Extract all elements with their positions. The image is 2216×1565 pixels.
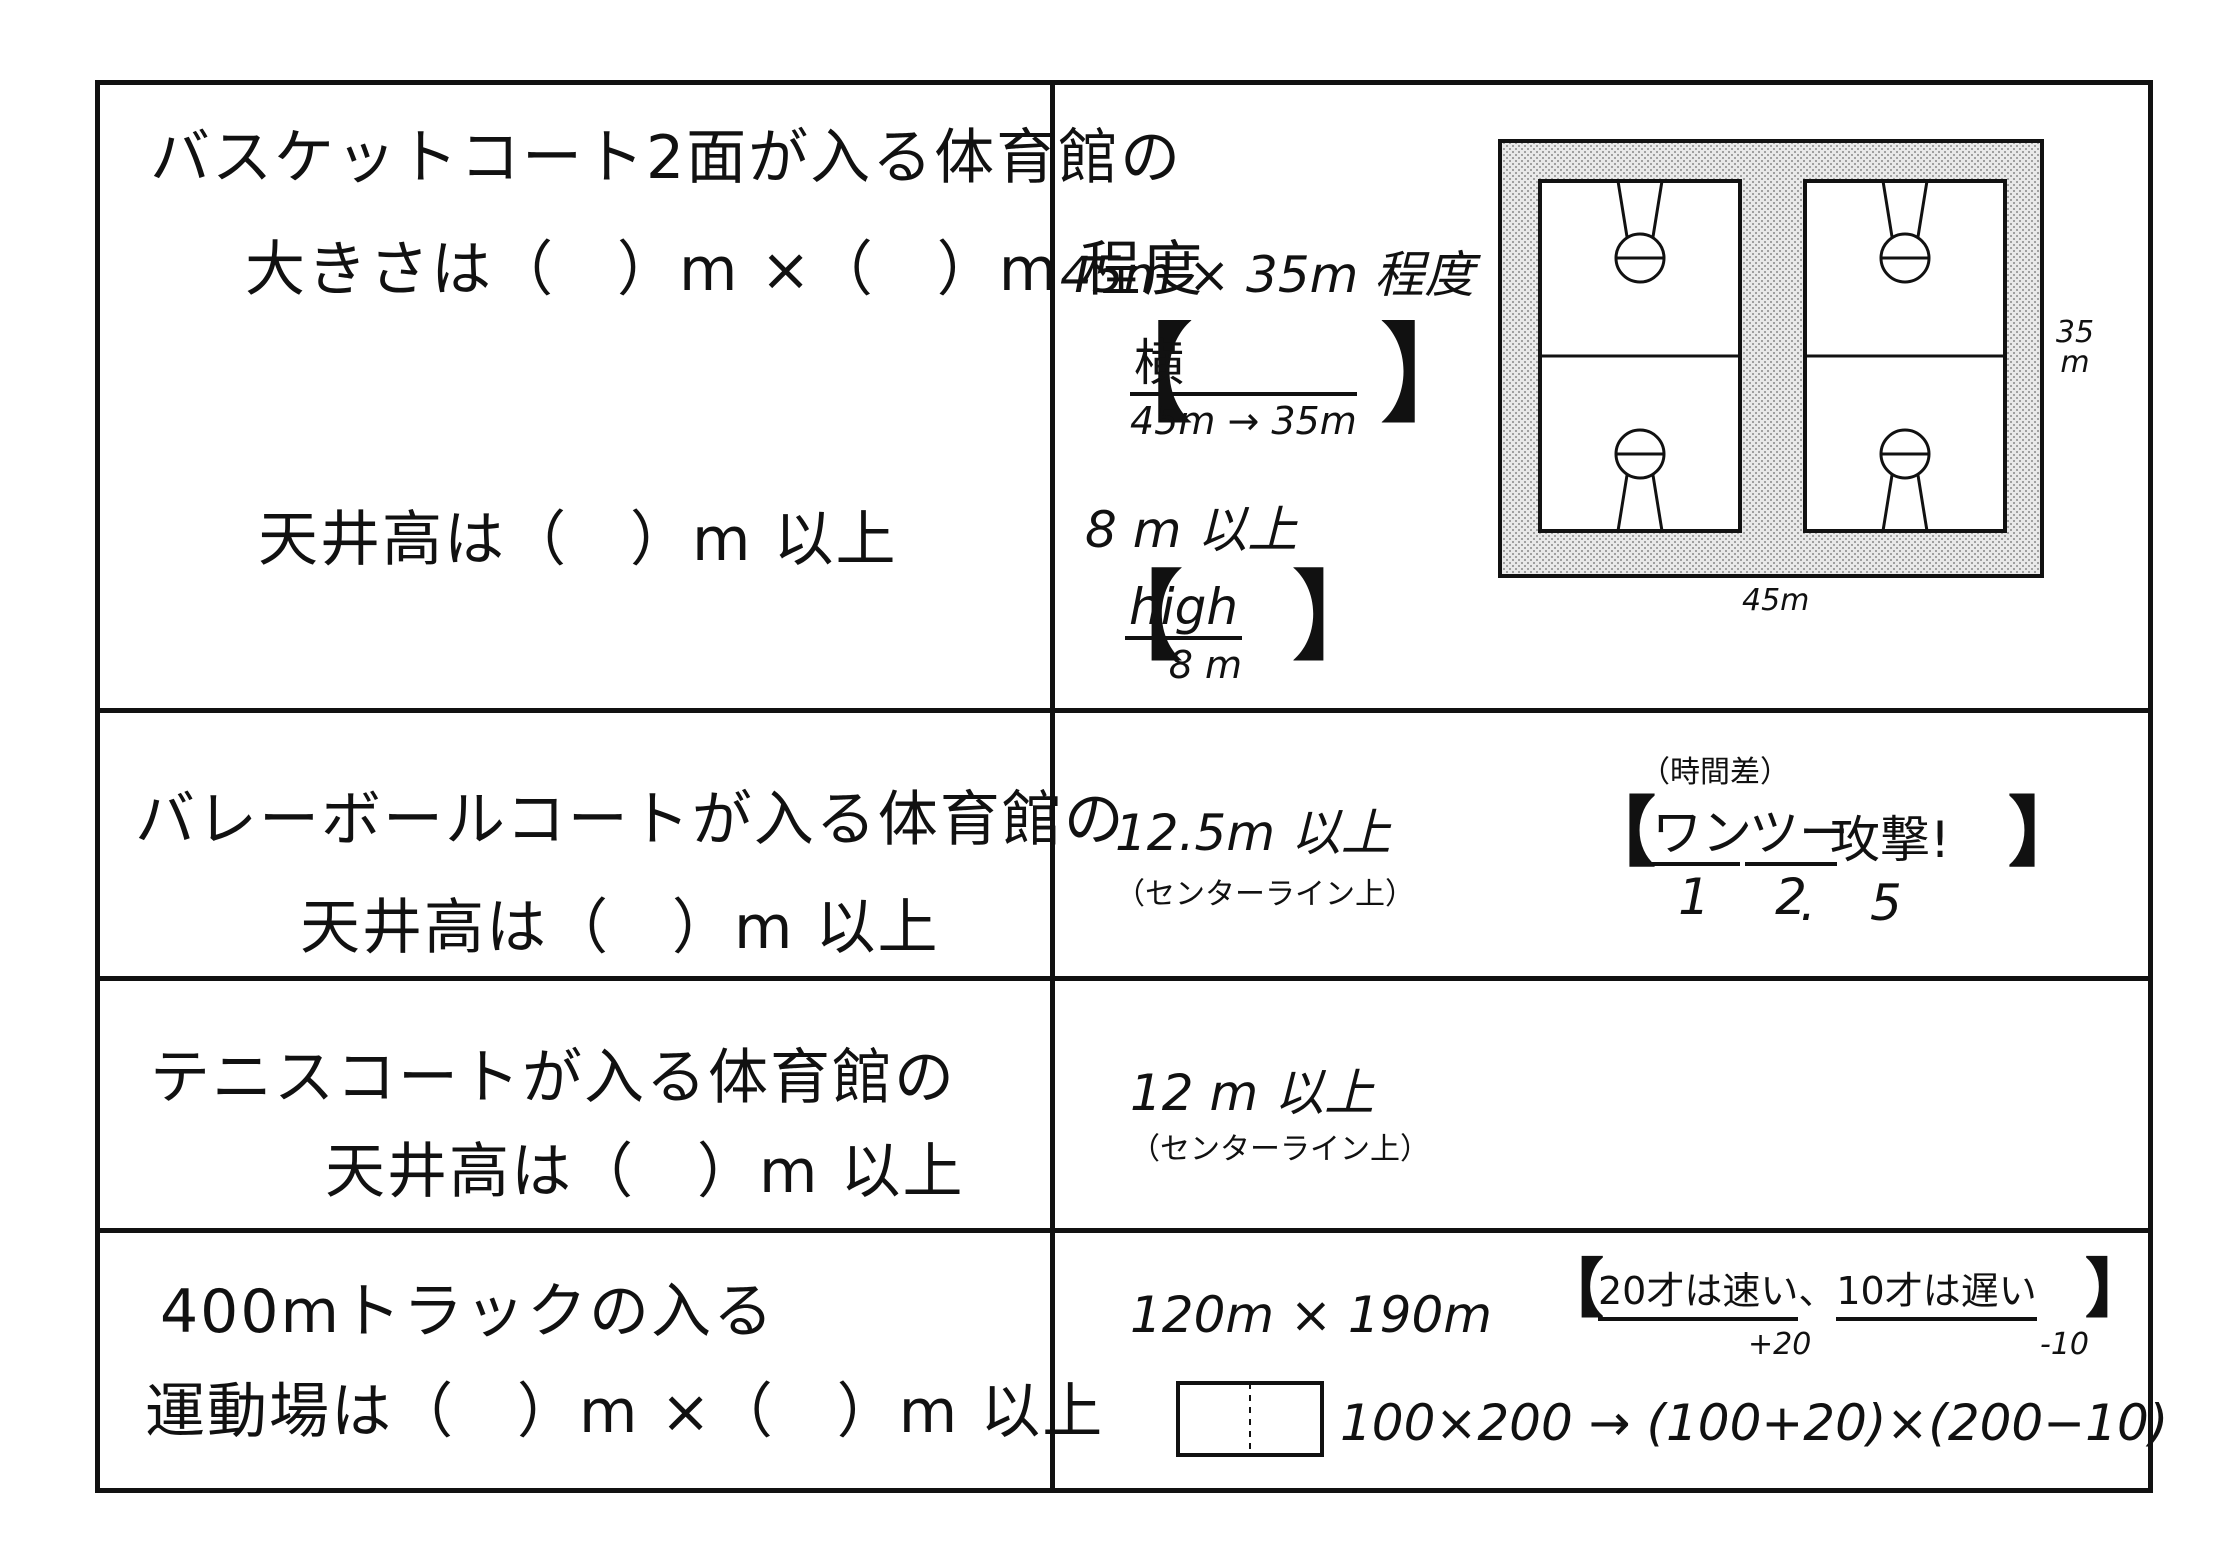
hint-sub: 8 m	[1168, 643, 1243, 687]
gym-diagram	[1498, 139, 2044, 578]
bracket-open: 【	[1085, 311, 1195, 439]
hint-phrase: 20才は速い、10才は遅い	[1598, 1269, 2037, 1321]
table-border	[95, 80, 2153, 1493]
hint-top: （時間差）	[1640, 755, 1790, 790]
question-line: 大きさは（ ）m ×（ ）m 程度	[245, 235, 1205, 305]
hint-digit: .	[1800, 874, 1816, 932]
hint-word: ツー	[1745, 808, 1849, 866]
hint-word: ワン	[1648, 808, 1752, 866]
hint-fraction: ツー 2	[1745, 808, 1849, 926]
question-line: バレーボールコートが入る体育館の	[135, 785, 1126, 855]
bracket-open: 【	[1085, 559, 1185, 676]
court-right	[1803, 179, 2007, 533]
track-field-icon	[1176, 1381, 1324, 1457]
answer-note: （センターライン上）	[1130, 1132, 1430, 1167]
hint-word: 攻撃!	[1830, 811, 1951, 869]
answer: 120m × 190m	[1130, 1286, 1492, 1344]
answer: 8 m 以上	[1085, 501, 1298, 559]
answer: 45m × 35m 程度	[1060, 246, 1475, 304]
question-line: バスケットコート2面が入る体育館の	[150, 123, 1183, 193]
hint-word: high	[1125, 582, 1243, 640]
hint-digit: 2	[1775, 868, 1807, 926]
diagram-width-label: 45m	[1742, 583, 1810, 618]
bracket-close: 】	[1378, 311, 1488, 439]
hint-sub: +20	[1748, 1327, 1812, 1362]
bracket-open: 【	[1540, 1253, 1604, 1327]
hint-phrase-2: 10才は遅い	[1836, 1269, 2037, 1321]
bracket-close: 】	[2085, 1253, 2149, 1327]
hint-word: 横	[1130, 338, 1357, 396]
court-left	[1538, 179, 1742, 533]
hint-digit: 5	[1870, 874, 1902, 932]
question-line: 400mトラックの入る	[160, 1277, 775, 1347]
question-line: 天井高は（ ）m 以上	[325, 1137, 965, 1207]
answer: 12 m 以上	[1130, 1064, 1375, 1122]
row-divider	[95, 1228, 2153, 1233]
row-divider	[95, 708, 2153, 713]
answer: 12.5m 以上	[1115, 804, 1391, 862]
hint-sub: 45m → 35m	[1130, 399, 1357, 443]
question-line: 運動場は（ ）m ×（ ）m 以上	[145, 1377, 1105, 1447]
hint-fraction: high 8 m	[1125, 582, 1243, 687]
question-line: テニスコートが入る体育館の	[150, 1043, 956, 1113]
column-divider	[1050, 80, 1055, 1493]
hint-sep: 、	[1798, 1269, 1837, 1313]
formula: 100×200 → (100+20)×(200−10)	[1340, 1394, 2169, 1452]
hint-phrase-1: 20才は速い	[1598, 1269, 1799, 1321]
bracket-open: 【	[1580, 788, 1656, 877]
hint-fraction: 横 45m → 35m	[1130, 338, 1357, 440]
hint-fraction: ワン 1	[1648, 808, 1752, 926]
question-line: 天井高は（ ）m 以上	[300, 893, 940, 963]
row-divider	[95, 976, 2153, 981]
question-line: 天井高は（ ）m 以上	[258, 505, 898, 575]
hint-sub: -10	[2040, 1327, 2089, 1362]
bracket-close: 】	[1290, 559, 1390, 676]
diagram-height-label: 35 m	[2055, 315, 2095, 380]
hint-digit: 1	[1678, 868, 1710, 926]
bracket-close: 】	[2008, 788, 2084, 877]
answer-note: （センターライン上）	[1115, 877, 1415, 912]
